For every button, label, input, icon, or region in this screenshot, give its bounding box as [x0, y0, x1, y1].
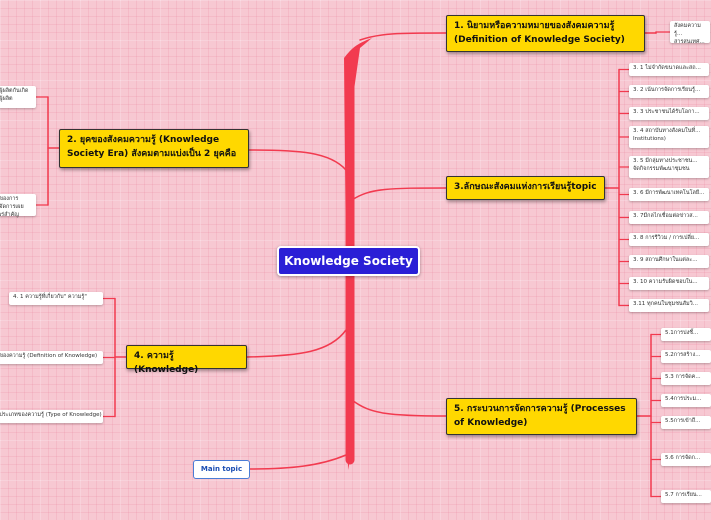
subtopic-t3-2[interactable]: 3. 2 เน้นการจัดการเรียนรู้... [629, 85, 709, 98]
subtopic-t3-7[interactable]: 3. 7มีกลไกเชื่อมต่อข่าวส... [629, 211, 709, 224]
subtopic-t4-3[interactable]: ...ประเภทของความรู้ (Type of Knowledge) [0, 410, 103, 423]
subtopic-t3-11[interactable]: 3.11 ทุกคนในชุมชนสัมวิ... [629, 299, 709, 312]
subtopic-t5-2[interactable]: 5.2การสร้าง... [661, 350, 711, 363]
subtopic-t3-1[interactable]: 3. 1 ไม่จำกัดขนาดและสถ... [629, 63, 709, 76]
subtopic-t5-6[interactable]: 5.6 การจัดก... [661, 453, 711, 466]
subtopic-t5-4[interactable]: 5.4การประม... [661, 394, 711, 407]
subtopic-t5-1[interactable]: 5.1การบ่งชี้... [661, 328, 711, 341]
mind-map-canvas: Knowledge Society 1. นิยามหรือความหมายขอ… [0, 15, 711, 503]
subtopic-t3-9[interactable]: 3. 9 สถานศึกษาในแต่ละ... [629, 255, 709, 268]
topic-processes-of-knowledge[interactable]: 5. กระบวนการจัดการความรู้ (Processes of … [446, 398, 637, 435]
topic-definition-of-knowledge-society[interactable]: 1. นิยามหรือความหมายของสังคมความรู้ (Def… [446, 15, 645, 52]
floating-main-topic[interactable]: Main topic [193, 460, 250, 479]
topic-knowledge[interactable]: 4. ความรู้ (Knowledge) [126, 345, 247, 375]
subtopic-t4-1[interactable]: 4. 1 ความรู้ที่เกี่ยวกับ" ความรู้" [9, 292, 103, 305]
subtopic-t5-7[interactable]: 5.7 การเรียน... [661, 490, 711, 503]
link-t2 [248, 149, 347, 171]
subtopic-t2-1[interactable]: ...ผู้ผลิตกันเกิด ...ผู้ผลิต [0, 86, 36, 108]
link-t4 [246, 329, 347, 358]
subtopic-t5-5[interactable]: 5.5การเข้าถึ... [661, 416, 711, 429]
subtopic-t3-6[interactable]: 3. 6 มีการพัฒนาเทคโนโลยี... [629, 188, 709, 201]
subtopic-t3-8[interactable]: 3. 8 การรีวิวม / การเปลี่ย... [629, 233, 709, 246]
central-topic-knowledge-society[interactable]: Knowledge Society [277, 246, 420, 276]
topic-learning-society-characteristics[interactable]: 3.ลักษณะสังคมแห่งการเรียนรู้topic [446, 176, 605, 200]
link-t1 [359, 32, 447, 41]
subtopic-t3-4[interactable]: 3. 4 สถาบันทางสังคมในที่... Institutions… [629, 126, 709, 148]
subtopic-t3-5[interactable]: 3. 5 มีกลุ่มทางประชาชน... จัดกิจกรรมพัฒน… [629, 156, 709, 178]
link-t5 [351, 399, 447, 417]
subtopic-t5-3[interactable]: 5.3 การจัดค... [661, 372, 711, 385]
link-t3 [351, 187, 447, 201]
subtopic-t4-2[interactable]: ...ของความรู้ (Definition of Knowledge) [0, 351, 103, 364]
subtopic-t1-1[interactable]: สังคมความรู้... สารสนเทศ... [670, 21, 710, 45]
link-floating [249, 454, 347, 470]
subtopic-t3-10[interactable]: 3. 10 ความรับผิดชอบใน... [629, 277, 709, 290]
topic-knowledge-society-era[interactable]: 2. ยุคของสังคมความรู้ (Knowledge Society… [59, 129, 249, 168]
subtopic-t2-2[interactable]: ...ของการ ...จัดการเผยแพร่สำคัญ [0, 194, 36, 218]
subtopic-t3-3[interactable]: 3. 3 ประชาชนได้รับโอกา... [629, 107, 709, 120]
